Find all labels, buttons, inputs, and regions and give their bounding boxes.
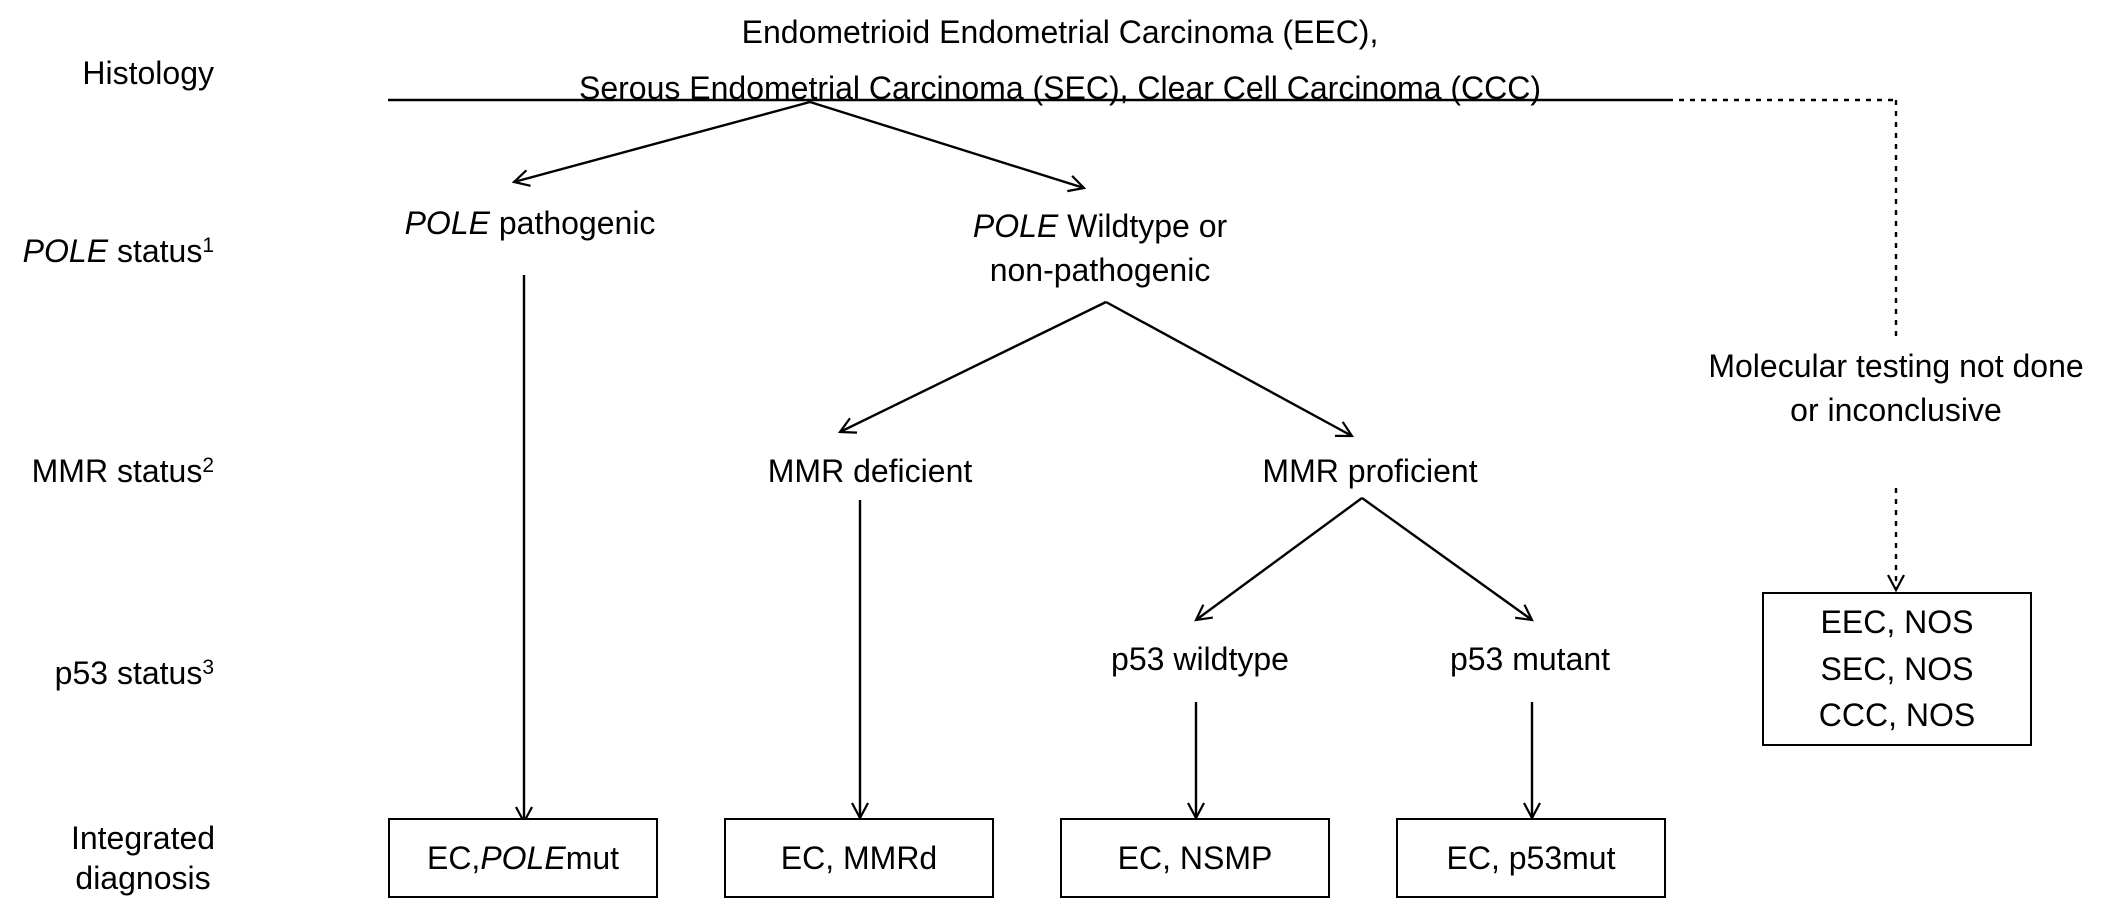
node-p53-mutant: p53 mutant xyxy=(1449,641,1611,677)
node-molecular-testing: Molecular testing not done or inconclusi… xyxy=(1708,348,2084,428)
nos-sec: SEC, NOS xyxy=(1820,650,1974,687)
node-mmr-proficient: MMR proficient xyxy=(1262,453,1478,489)
histology-title: Endometrioid Endometrial Carcinoma (EEC)… xyxy=(578,14,1542,106)
arrow-to-pole-pathogenic xyxy=(511,100,811,187)
arrow-to-p53-mutant xyxy=(1361,497,1534,622)
outcome-box-mmrd: EC, MMRd xyxy=(724,818,994,898)
row-label-mmr-status: MMR status2 xyxy=(31,453,214,489)
nos-eec: EEC, NOS xyxy=(1820,603,1974,640)
outcome-box-nos: EEC, NOS SEC, NOS CCC, NOS xyxy=(1762,592,2032,746)
outcome-box-nsmp: EC, NSMP xyxy=(1060,818,1330,898)
row-label-p53-status: p53 status3 xyxy=(54,655,214,691)
arrow-to-pole-wildtype xyxy=(809,100,1087,193)
nos-ccc: CCC, NOS xyxy=(1818,697,1976,734)
row-label-histology: Histology xyxy=(82,55,214,91)
node-mmr-deficient: MMR deficient xyxy=(767,453,973,489)
arrow-to-mmr-deficient xyxy=(837,300,1107,434)
row-label-pole-status: POLE status1 xyxy=(22,233,214,269)
node-p53-wildtype: p53 wildtype xyxy=(1111,641,1289,677)
arrow-to-mmr-proficient xyxy=(1105,300,1355,438)
node-pole-pathogenic: POLE pathogenic xyxy=(404,205,656,241)
row-label-integrated-diagnosis: Integrated diagnosis xyxy=(70,820,216,896)
node-pole-wildtype: POLE Wildtype or non-pathogenic xyxy=(972,208,1228,288)
outcome-box-p53mut: EC, p53mut xyxy=(1396,818,1666,898)
arrow-to-p53-wildtype xyxy=(1194,497,1363,622)
